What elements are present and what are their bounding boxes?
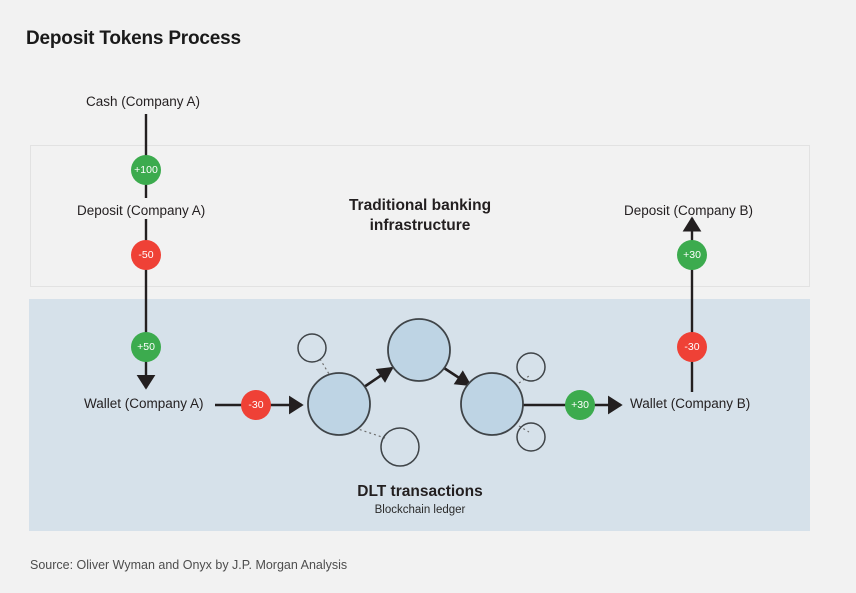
badge-minus-30-deposit-b: -30: [677, 332, 707, 362]
ledger-node-filled-2: [387, 318, 451, 382]
node-label-cash-company-a: Cash (Company A): [86, 94, 201, 109]
node-label-deposit-company-b: Deposit (Company B): [624, 203, 754, 218]
ledger-node-outline-top-left: [297, 333, 327, 363]
dlt-transactions-label: DLT transactions: [357, 483, 483, 500]
badge-plus-50: +50: [131, 332, 161, 362]
ledger-node-outline-bottom-right: [516, 422, 546, 452]
ledger-arrow-node2-node3: [443, 366, 472, 387]
badge-plus-100: +100: [131, 155, 161, 185]
badge-minus-50: -50: [131, 240, 161, 270]
node-label-wallet-company-a: Wallet (Company A): [84, 396, 204, 411]
node-label-deposit-company-a: Deposit (Company A): [77, 203, 206, 218]
ledger-arrow-node1-node2: [363, 366, 394, 389]
blockchain-ledger-sublabel: Blockchain ledger: [374, 504, 466, 516]
traditional-banking-label-line1: Traditional banking: [348, 197, 492, 214]
badge-plus-30-deposit-b: +30: [677, 240, 707, 270]
ledger-node-filled-1: [307, 372, 371, 436]
ledger-dotted-connector-1: [319, 358, 333, 380]
traditional-banking-label: Traditional banking infrastructure: [300, 196, 540, 236]
traditional-banking-label-line2: infrastructure: [369, 216, 471, 234]
node-label-wallet-company-b: Wallet (Company B): [630, 396, 751, 411]
ledger-node-outline-top-right: [516, 352, 546, 382]
source-caption: Source: Oliver Wyman and Onyx by J.P. Mo…: [30, 558, 348, 572]
ledger-dotted-connector-2: [354, 427, 386, 439]
badge-minus-30-wallet-a: -30: [241, 390, 271, 420]
traditional-banking-section: [30, 145, 810, 287]
ledger-node-outline-bottom-center: [380, 427, 420, 467]
ledger-node-filled-3: [460, 372, 524, 436]
page-title: Deposit Tokens Process: [26, 28, 241, 49]
badge-plus-30-wallet-b: +30: [565, 390, 595, 420]
